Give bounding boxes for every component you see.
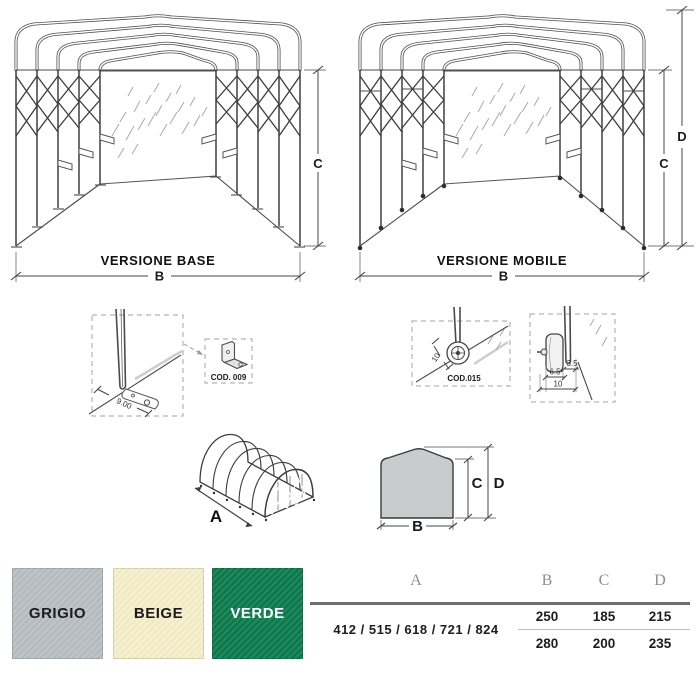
anchor-code-label: COD. 009 (211, 373, 247, 382)
length-dim-label: A (210, 507, 222, 526)
table-header-rule (310, 602, 690, 605)
wheel-code-label: COD.015 (447, 374, 481, 383)
mobile-wheels (357, 175, 647, 251)
table-row2-b: 280 (535, 636, 559, 651)
base-version-title: VERSIONE BASE (101, 253, 216, 268)
swatch-grigio-label: GRIGIO (28, 605, 87, 622)
detail-post (115, 308, 127, 390)
swatch-verde-label: VERDE (230, 605, 285, 622)
front-dim-c-label: C (472, 475, 483, 492)
interior-lattice (269, 476, 308, 513)
mobile-version-drawing: C D B VERSIONE MOBILE (354, 5, 694, 284)
wheel-side-dim-full: 10 (554, 380, 563, 389)
table-row1-d: 215 (648, 609, 672, 624)
front-dim-b-label: B (412, 518, 423, 535)
swatch-verde: VERDE (212, 568, 303, 659)
mobile-dim-c-label: C (659, 156, 669, 171)
size-table: A B C D 412 / 515 / 618 / 721 / 824 250 … (310, 566, 694, 676)
table-row1-c: 185 (592, 609, 616, 624)
tunnel-3d-illustration: A (194, 433, 316, 528)
size-table-header-d: D (654, 572, 666, 589)
base-version-drawing: C B VERSIONE BASE (10, 8, 326, 284)
table-row2-c: 200 (592, 636, 616, 651)
l-bracket-icon (221, 340, 249, 370)
mobile-struts (360, 88, 644, 92)
size-table-header-c: C (598, 572, 610, 589)
model-codes: 412 / 515 / 618 / 721 / 824 (333, 622, 499, 637)
table-row2-d: 235 (648, 636, 672, 651)
wheel-detail: 10 COD.015 3.5 6.5 10 (411, 305, 616, 403)
wheel-side-dim-mid: 6.5 (549, 368, 561, 377)
wheel-side-icon (537, 333, 564, 373)
tunnel-opening (264, 468, 314, 518)
size-table-header-b: B (541, 572, 553, 589)
front-dim-d-label: D (494, 475, 505, 492)
swatch-beige: BEIGE (113, 568, 204, 659)
anchor-detail: 9.00 COD. 009 (88, 308, 253, 418)
swatch-beige-label: BEIGE (133, 605, 184, 622)
table-row-rule (518, 629, 690, 630)
table-row1-b: 250 (535, 609, 559, 624)
front-elevation-illustration: B C D (376, 443, 505, 535)
mobile-version-title: VERSIONE MOBILE (437, 253, 567, 268)
foot-dots (199, 484, 316, 522)
base-foot-plates (11, 176, 305, 248)
wheel-dim-label: 10 (430, 351, 443, 364)
swatch-grigio: GRIGIO (12, 568, 103, 659)
base-dim-b-label: B (155, 269, 164, 284)
mobile-dim-d-label: D (677, 129, 686, 144)
mobile-dim-b-label: B (499, 269, 508, 284)
wheel-side-dim-small: 3.5 (566, 359, 578, 368)
size-table-header-a: A (410, 572, 422, 589)
base-dim-c-label: C (313, 156, 323, 171)
swivel-wheel-icon (446, 341, 470, 365)
tunnel-ribs (212, 440, 301, 511)
